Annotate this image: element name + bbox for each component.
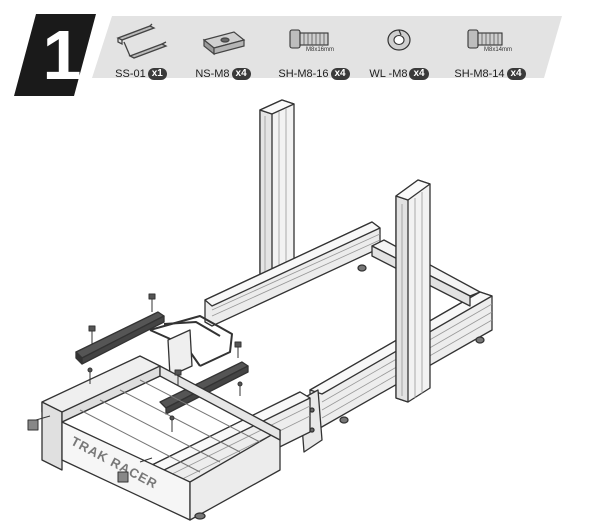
part-ss-01: SS-01 x1 <box>110 22 172 80</box>
part-code: SH-M8-16 <box>278 68 329 80</box>
slider-rail-icon <box>116 23 168 59</box>
bolt-marks <box>27 293 243 483</box>
step-number: 1 <box>42 16 82 94</box>
upright-back-left <box>259 99 295 291</box>
part-label: SH-M8-16 x4 <box>272 68 356 80</box>
parts-bar-background <box>92 16 562 78</box>
part-label: SH-M8-14 x4 <box>448 68 532 80</box>
part-code: WL -M8 <box>369 68 408 80</box>
part-qty-badge: x4 <box>231 68 251 80</box>
part-qty-badge: x1 <box>147 68 167 80</box>
part-code: SH-M8-14 <box>454 68 505 80</box>
part-label: SS-01 x1 <box>110 68 172 80</box>
front-subframe <box>41 355 281 521</box>
bolt-dimension-label: M8x14mm <box>484 47 513 53</box>
nut-slider-icon <box>202 31 246 56</box>
upright-front-right <box>395 179 431 403</box>
socket-head-bolt-icon <box>467 29 503 49</box>
seat-slider-right <box>159 361 249 415</box>
part-sh-m8-14: M8x14mm SH-M8-14 x4 <box>448 22 532 80</box>
lock-washer-icon <box>387 29 411 51</box>
step-badge-shape <box>14 14 96 96</box>
part-qty-badge: x4 <box>330 68 350 80</box>
frame-feet <box>194 264 485 520</box>
part-wl-m8: WL -M8 x4 <box>368 22 430 80</box>
top-cross-beam <box>204 221 381 327</box>
part-sh-m8-16: M8x16mm SH-M8-16 x4 <box>272 22 356 80</box>
socket-head-bolt-icon <box>289 29 329 49</box>
part-label: WL -M8 x4 <box>368 68 430 80</box>
part-qty-badge: x4 <box>506 68 526 80</box>
part-code: SS-01 <box>115 68 146 80</box>
bolt-dimension-label: M8x16mm <box>306 47 335 53</box>
part-qty-badge: x4 <box>409 68 429 80</box>
seat-slider-left <box>75 311 165 365</box>
assembly-illustration: TRAK RACER <box>27 99 493 521</box>
part-code: NS-M8 <box>195 68 230 80</box>
part-label: NS-M8 x4 <box>192 68 254 80</box>
step-badge: 1 <box>14 14 96 96</box>
part-ns-m8: NS-M8 x4 <box>192 22 254 80</box>
